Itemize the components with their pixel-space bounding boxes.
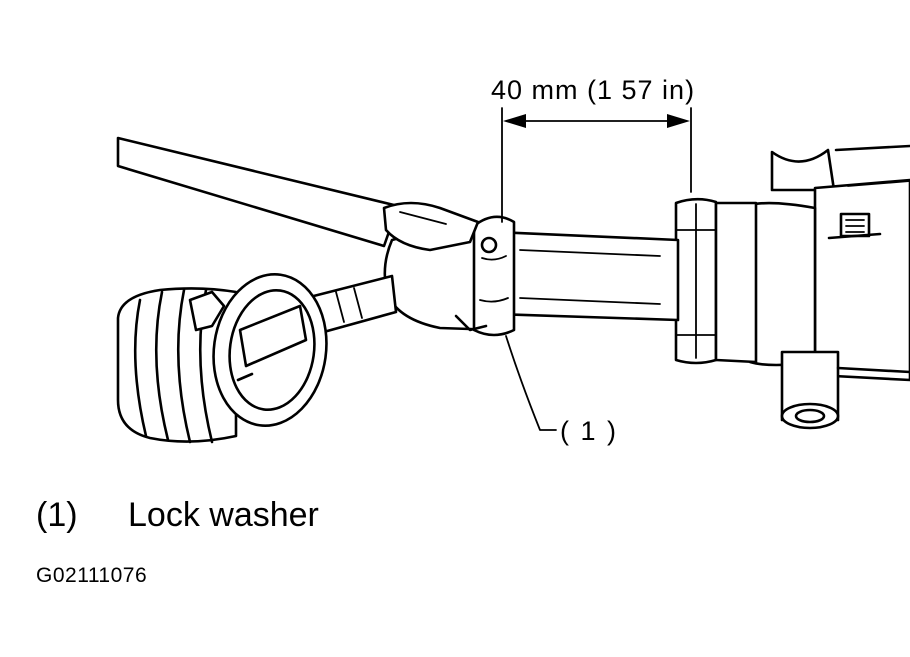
legend: (1) Lock washer <box>36 496 319 535</box>
rubber-boot <box>116 273 328 444</box>
rack-shaft <box>494 230 680 322</box>
dimension-arrow-left <box>503 114 526 128</box>
steering-gear-housing <box>674 144 910 430</box>
dimension-label: 40 mm (1 57 in) <box>491 75 695 105</box>
legend-text: Lock washer <box>128 496 319 534</box>
callout-1: ( 1 ) <box>505 335 618 446</box>
lock-washer <box>454 215 516 337</box>
dimension-arrow-right <box>667 114 690 128</box>
tie-rod-socket <box>383 215 516 337</box>
callout-label: ( 1 ) <box>560 416 618 446</box>
wrench <box>116 136 480 252</box>
figure-id: G02111076 <box>36 564 148 587</box>
callout-leader <box>505 335 557 431</box>
dimension-40mm: 40 mm (1 57 in) <box>491 75 695 223</box>
legend-number: (1) <box>36 496 78 534</box>
